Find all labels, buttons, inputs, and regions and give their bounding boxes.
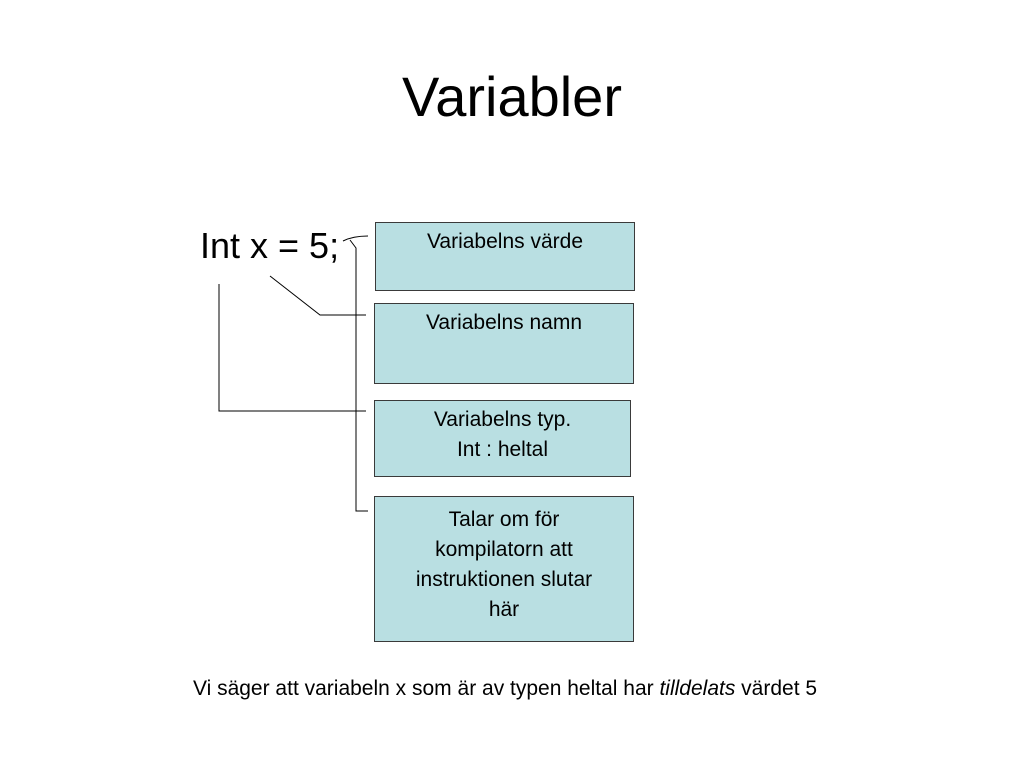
connector-value [342, 235, 369, 242]
statement-end-box: Talar om för kompilatorn att instruktion… [374, 496, 634, 642]
statement-end-line-1: Talar om för [448, 508, 560, 531]
code-statement: Int x = 5; [200, 225, 340, 266]
connector-type [218, 284, 366, 412]
variable-value-box: Variabelns värde [375, 222, 635, 291]
caption-emphasis: tilldelats [659, 677, 736, 700]
slide-title: Variabler [402, 65, 622, 128]
caption-text-before: Vi säger att variabeln x som är av typen… [192, 677, 660, 700]
statement-end-line-2: kompilatorn att [435, 538, 573, 561]
slide-caption: Vi säger att variabeln x som är av typen… [0, 674, 1010, 704]
variable-type-box: Variabelns typ. Int : heltal [374, 400, 631, 477]
variable-type-label: Variabelns typ. [433, 408, 572, 431]
connector-name [269, 275, 366, 316]
variable-name-label: Variabelns namn [425, 311, 583, 334]
variable-type-detail: Int : heltal [456, 438, 549, 461]
caption-text-after: värdet 5 [735, 677, 818, 700]
variable-name-box: Variabelns namn [374, 303, 634, 384]
connector-semicolon [349, 239, 368, 512]
variable-value-label: Variabelns värde [426, 230, 584, 253]
statement-end-line-4: här [488, 598, 520, 621]
statement-end-line-3: instruktionen slutar [415, 568, 593, 591]
